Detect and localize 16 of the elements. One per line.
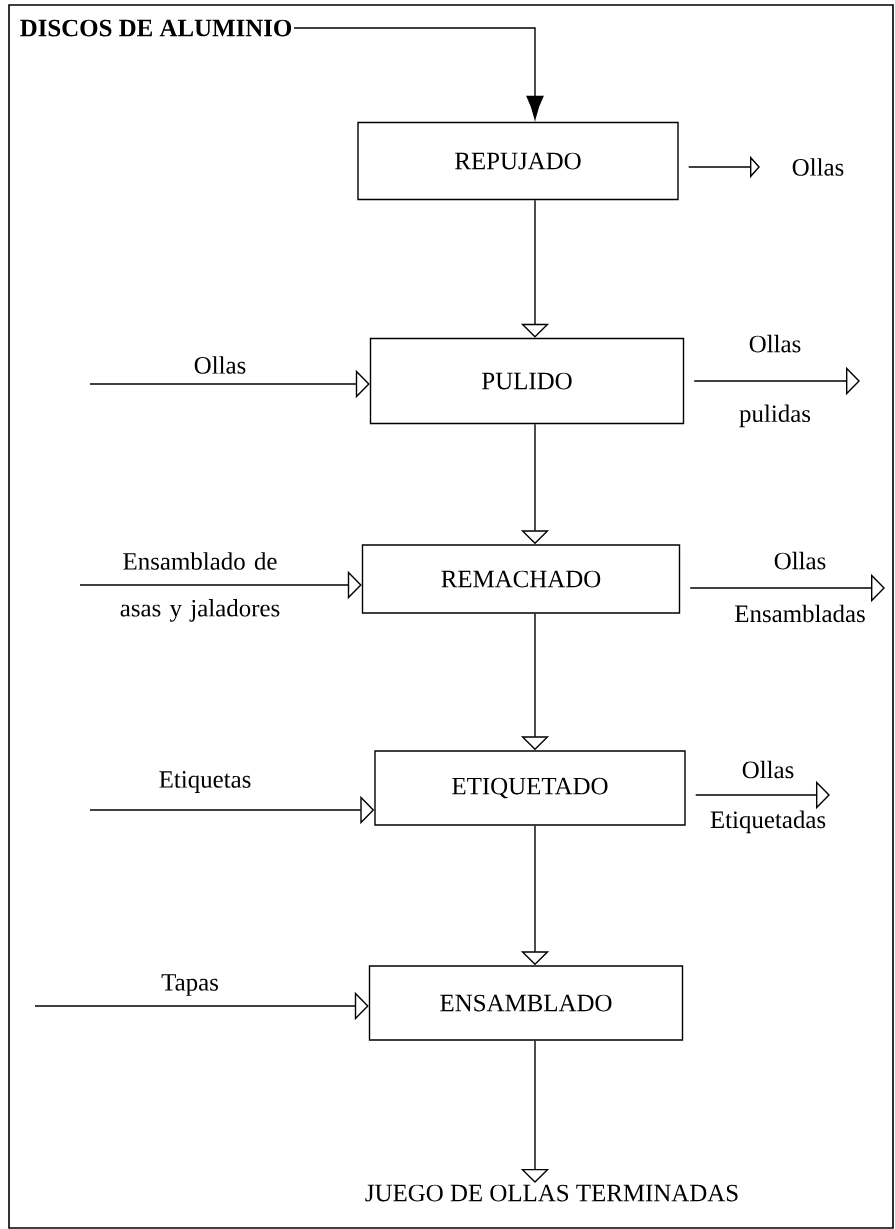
process-box: ETIQUETADO <box>374 750 686 826</box>
arrow <box>293 27 544 120</box>
edge-label: Ollas Etiquetadas <box>710 760 826 834</box>
process-box: ENSAMBLADO <box>368 965 684 1041</box>
edge-label: Tapas <box>161 974 218 996</box>
edge-label: Etiquetas <box>159 771 251 793</box>
output-label: JUEGO DE OLLAS TERMINADAS <box>365 1184 738 1202</box>
process-box: PULIDO <box>369 337 685 425</box>
edge-label: Ollas <box>194 356 246 374</box>
edge-label: Ollas <box>792 158 844 176</box>
input-label: DISCOS DE ALUMINIO <box>20 19 292 37</box>
edge-label: Ensamblado de asas y jaladores <box>120 552 280 622</box>
edge-label: Ollas pulidas <box>739 334 811 428</box>
edge-label: Ollas Ensambladas <box>735 551 865 623</box>
process-box: REMACHADO <box>361 544 681 614</box>
process-box: REPUJADO <box>357 121 679 201</box>
